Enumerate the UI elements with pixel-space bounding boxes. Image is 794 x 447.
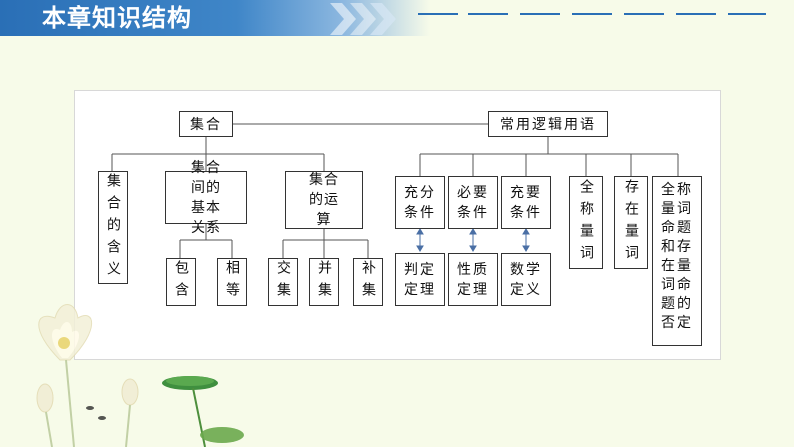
node-set-relations: 集合间的基本关系 (165, 160, 247, 236)
header-bar (0, 0, 430, 36)
node-set-meaning: 集合的含义 (98, 171, 128, 284)
node-set: 集合 (179, 111, 233, 137)
node-union: 并集 (309, 258, 339, 306)
node-property-theorem: 性质定理 (448, 253, 498, 306)
chevron-decoration-icon (330, 3, 396, 35)
node-logic-terms: 常用逻辑用语 (488, 111, 608, 137)
node-sufficient: 充分条件 (395, 176, 445, 229)
page-title: 本章知识结构 (42, 4, 192, 32)
node-necessary: 必要条件 (448, 176, 498, 229)
connector-lines (111, 123, 679, 258)
node-universal-quantifier: 全称量词 (569, 176, 603, 269)
node-existential-quantifier: 存在量词 (614, 176, 648, 269)
node-decision-theorem: 判定定理 (395, 253, 445, 306)
node-quantifier-negation: 全称量词命题和存在量词命题的否定 (652, 176, 702, 346)
node-math-definition: 数学定义 (501, 253, 551, 306)
node-intersection: 交集 (268, 258, 298, 306)
node-containment: 包含 (166, 258, 196, 306)
concept-map-panel: 集合 常用逻辑用语 集合的含义 集合间的基本关系 集合的运算 包含 相等 交集 … (74, 90, 721, 360)
node-set-operations: 集合的运算 (285, 171, 363, 229)
node-sufficient-necessary: 充要条件 (501, 176, 551, 229)
node-complement: 补集 (353, 258, 383, 306)
node-equality: 相等 (217, 258, 247, 306)
